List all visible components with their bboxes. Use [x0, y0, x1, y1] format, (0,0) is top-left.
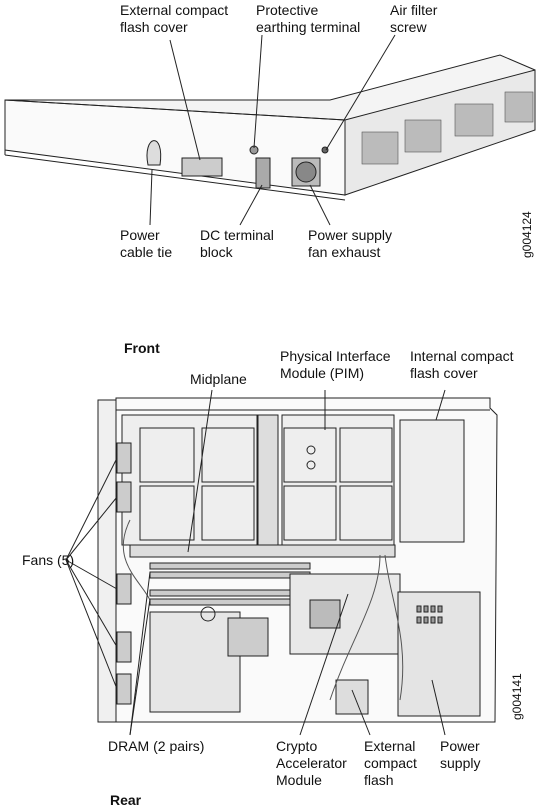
fan-units [116, 442, 132, 705]
label-rear: Rear [110, 792, 142, 808]
internal-cf-cover [399, 419, 465, 543]
dc-terminal-block [255, 157, 271, 189]
label-power-cable-tie: Power cable tie [120, 227, 173, 260]
label-crypto: Crypto Accelerator Module [276, 738, 347, 788]
label-front: Front [124, 340, 160, 356]
crypto-module-shape [289, 573, 401, 655]
label-midplane: Midplane [190, 371, 247, 387]
label-fans: Fans (5) [22, 552, 75, 568]
label-power-supply: Power supply [440, 738, 481, 771]
chassis-rear-drawing [4, 34, 536, 226]
power-cable-tie [146, 140, 162, 166]
figure-id-bottom: g004141 [510, 673, 524, 720]
label-earthing-terminal: Protective earthing terminal [256, 2, 361, 35]
label-internal-cf-cover: Internal compact flash cover [410, 348, 514, 381]
label-dram: DRAM (2 pairs) [108, 738, 205, 754]
external-cf-cover [181, 157, 223, 177]
midplane-shape [129, 544, 396, 558]
label-pim: Physical Interface Module (PIM) [280, 348, 391, 381]
power-supply-shape [397, 591, 481, 717]
label-external-cf: External compact flash [364, 738, 417, 788]
internal-drawing [65, 389, 498, 736]
label-dc-terminal-block: DC terminal block [200, 227, 274, 260]
external-cf-shape [335, 679, 369, 715]
side-vents [361, 91, 534, 165]
figure-id-top: g004124 [520, 211, 534, 258]
pim-bays [121, 414, 395, 546]
label-air-filter-screw: Air filter screw [390, 2, 438, 35]
label-external-cf-cover: External compact flash cover [120, 2, 229, 35]
label-psu-fan-exhaust: Power supply fan exhaust [308, 227, 393, 260]
